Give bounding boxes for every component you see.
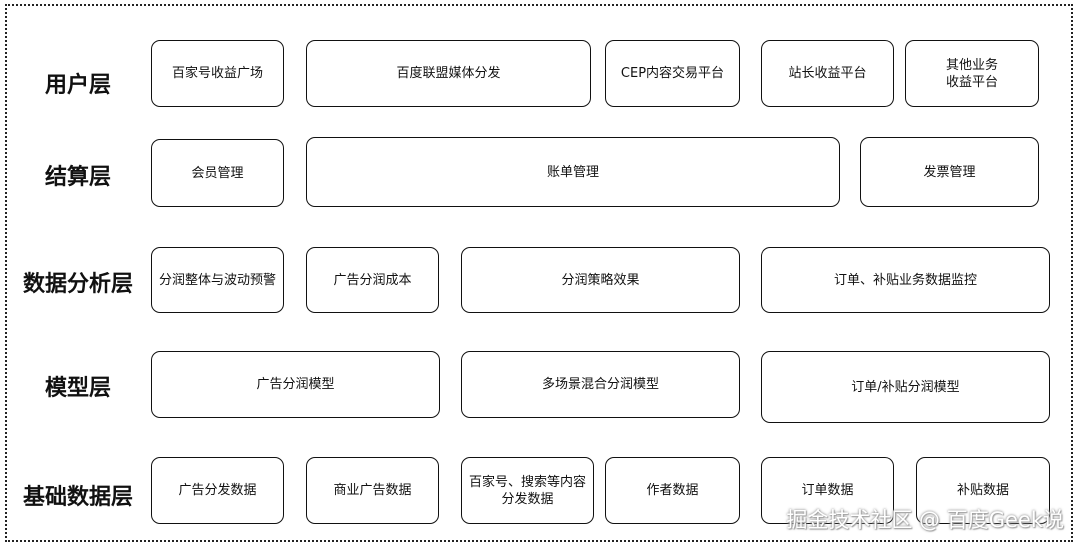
diagram-frame [5,4,1073,542]
box-cep-content-trading-platform: CEP内容交易平台 [605,40,740,107]
box-commercial-ad-data: 商业广告数据 [306,457,439,524]
box-baijiahao-revenue-plaza: 百家号收益广场 [151,40,284,107]
box-ad-profit-share-cost: 广告分润成本 [306,247,439,313]
box-content-distribution-data: 百家号、搜索等内容 分发数据 [461,457,594,524]
box-multi-scenario-mixed-profit-share-model: 多场景混合分润模型 [461,351,740,418]
box-subsidy-data: 补贴数据 [916,457,1050,524]
box-ad-profit-share-model: 广告分润模型 [151,351,440,418]
box-order-subsidy-profit-share-model: 订单/补贴分润模型 [761,351,1050,423]
box-webmaster-revenue-platform: 站长收益平台 [761,40,894,107]
box-ad-distribution-data: 广告分发数据 [151,457,284,524]
box-order-data: 订单数据 [761,457,894,524]
layer-label-base-data: 基础数据层 [22,485,133,510]
box-overall-profit-share-fluctuation-alert: 分润整体与波动预警 [151,247,284,313]
layer-label-user: 用户层 [44,73,111,98]
watermark-text: 掘金技术社区 @ 百度Geek说 [786,508,1064,532]
box-baidu-union-media-distribution: 百度联盟媒体分发 [306,40,591,107]
layer-label-data-analysis: 数据分析层 [22,272,133,297]
box-bill-management: 账单管理 [306,137,840,207]
layer-label-model: 模型层 [44,376,111,401]
box-profit-share-strategy-effect: 分润策略效果 [461,247,740,313]
layer-label-settlement: 结算层 [44,165,111,190]
box-other-business-revenue-platform: 其他业务 收益平台 [905,40,1039,107]
box-author-data: 作者数据 [605,457,740,524]
box-order-subsidy-data-monitoring: 订单、补贴业务数据监控 [761,247,1050,313]
box-invoice-management: 发票管理 [860,137,1039,207]
box-member-management: 会员管理 [151,139,284,207]
